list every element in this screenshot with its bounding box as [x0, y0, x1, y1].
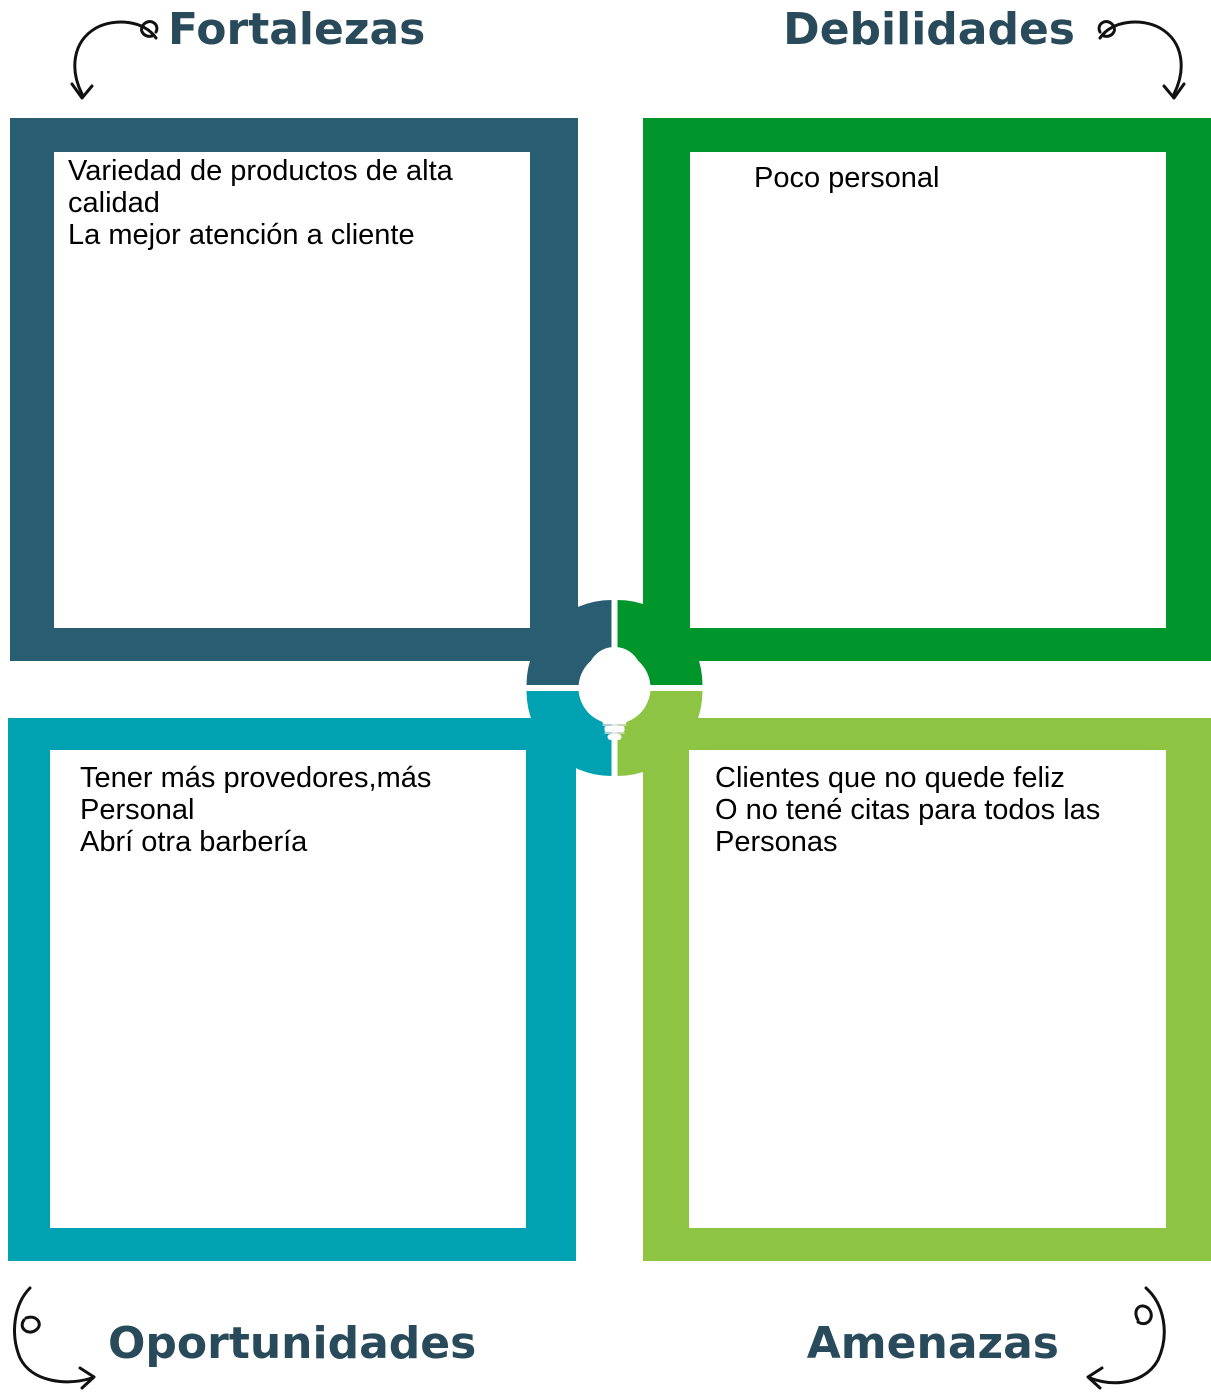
- lightbulb-icon: [587, 647, 642, 740]
- list-item: O no tené citas para todos las: [715, 794, 1101, 826]
- curly-arrow-icon: [1086, 1286, 1166, 1390]
- list-item: La mejor atención a cliente: [68, 219, 415, 251]
- list-item: Clientes que no quede feliz: [715, 762, 1065, 794]
- lightbulb-detail: [602, 724, 627, 734]
- list-item: Abrí otra barbería: [80, 826, 308, 858]
- debilidades-box: Poco personal: [643, 118, 1211, 661]
- list-item: Personal: [80, 794, 195, 826]
- curly-arrow-icon: [70, 20, 159, 100]
- fortalezas-box: Variedad de productos de alta calidad La…: [10, 118, 578, 661]
- oportunidades-box: Tener más provedores,más Personal Abrí o…: [8, 718, 576, 1261]
- amenazas-heading: Amenazas: [806, 1318, 1059, 1369]
- fortalezas-text: Variedad de productos de alta calidad La…: [54, 152, 530, 628]
- oportunidades-heading: Oportunidades: [108, 1318, 477, 1369]
- amenazas-box: Clientes que no quede feliz O no tené ci…: [643, 718, 1211, 1261]
- debilidades-heading: Debilidades: [783, 4, 1075, 55]
- oportunidades-text: Tener más provedores,más Personal Abrí o…: [50, 750, 526, 1228]
- curly-arrow-icon: [1097, 20, 1186, 100]
- list-item: Tener más provedores,más: [80, 762, 432, 794]
- list-item: calidad: [68, 187, 160, 219]
- list-item: Variedad de productos de alta: [68, 155, 453, 187]
- curly-arrow-icon: [13, 1286, 96, 1390]
- list-item: Personas: [715, 826, 838, 858]
- debilidades-text: Poco personal: [690, 152, 1166, 628]
- fortalezas-heading: Fortalezas: [168, 4, 426, 55]
- amenazas-text: Clientes que no quede feliz O no tené ci…: [689, 750, 1166, 1228]
- center-hub: [526, 600, 703, 776]
- list-item: Poco personal: [754, 162, 940, 194]
